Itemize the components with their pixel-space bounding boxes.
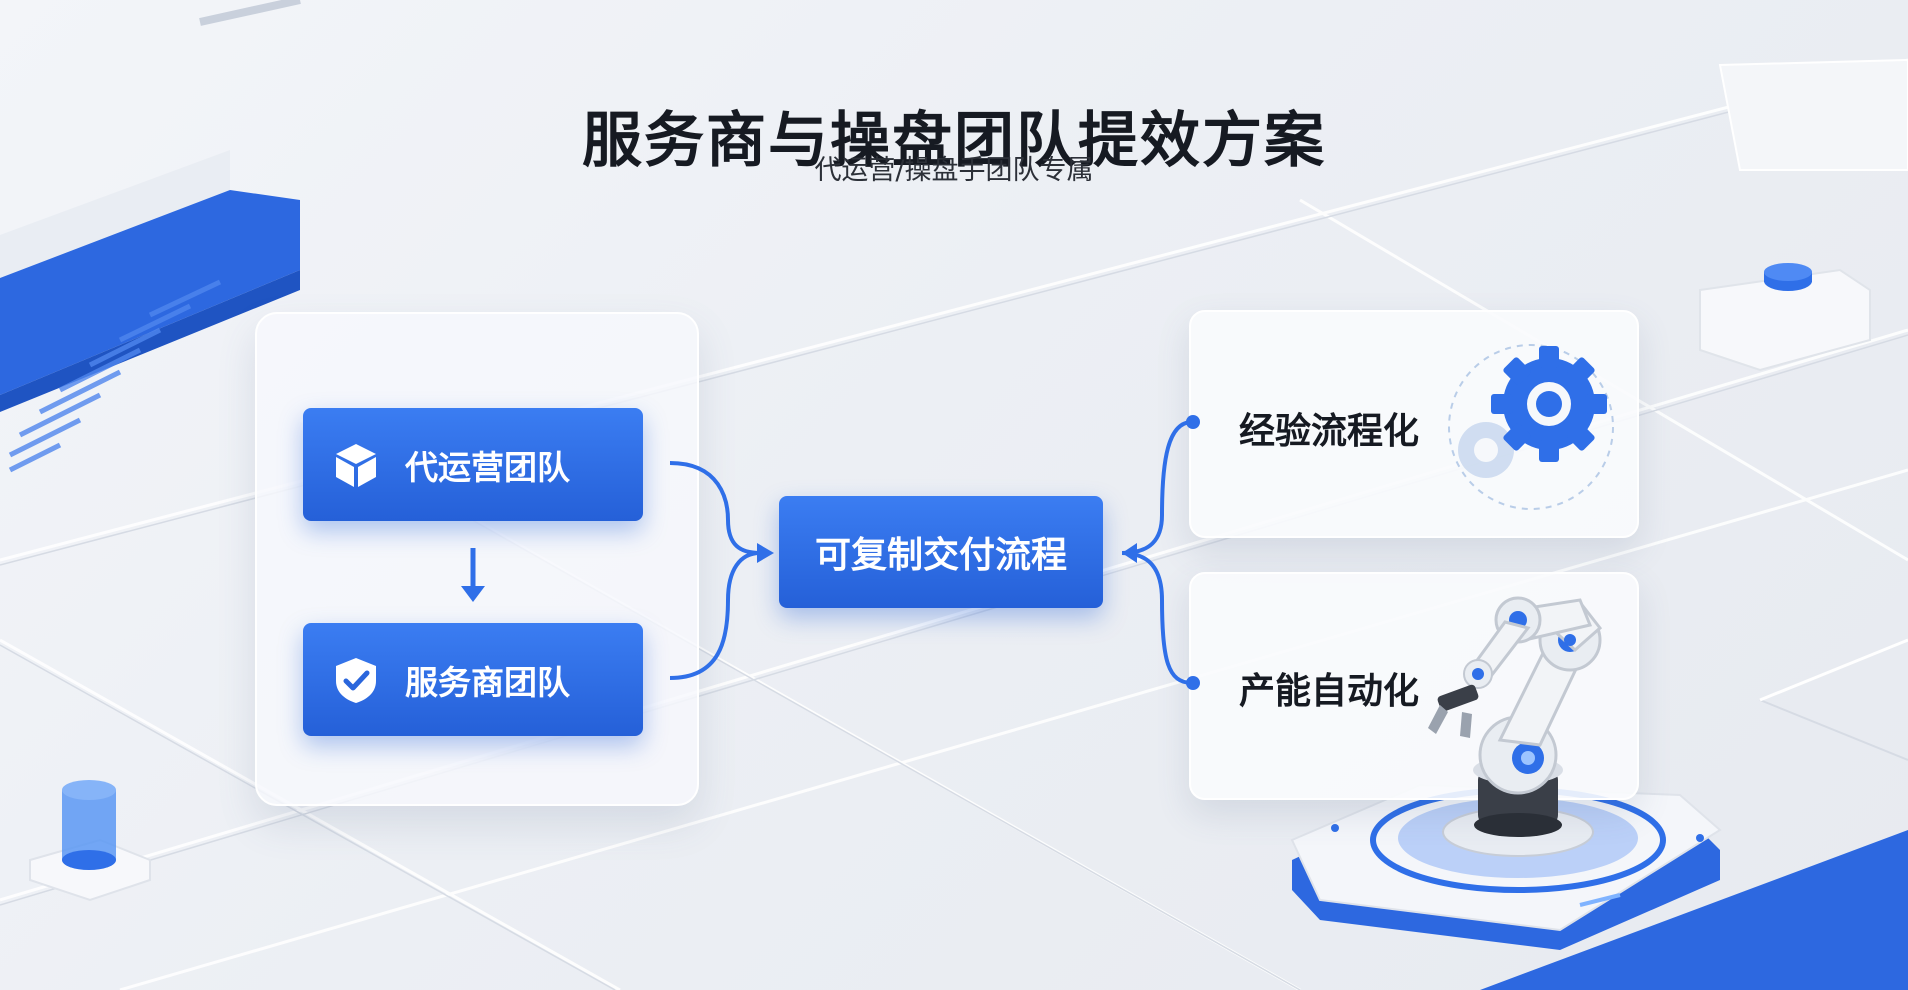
agency-team-box: 代运营团队: [303, 408, 643, 521]
page-subtitle: 代运营/操盘手团队专属: [814, 155, 1094, 186]
service-provider-team-label: 服务商团队: [405, 662, 570, 702]
center-process-label: 可复制交付流程: [814, 535, 1067, 576]
cube-icon: [336, 443, 376, 487]
output-card-process: 经验流程化: [1189, 310, 1639, 538]
output-label-automation: 产能自动化: [1239, 671, 1420, 712]
output-card-automation: 产能自动化: [1189, 572, 1639, 800]
output-label-process: 经验流程化: [1239, 411, 1420, 452]
page-title: 服务商与操盘团队提效方案: [582, 106, 1326, 177]
shield-check-icon: [336, 657, 376, 703]
service-provider-team-box: 服务商团队: [303, 623, 643, 736]
gear-icon: [1448, 344, 1614, 510]
center-process-box: 可复制交付流程: [779, 496, 1103, 608]
agency-team-label: 代运营团队: [405, 447, 570, 487]
